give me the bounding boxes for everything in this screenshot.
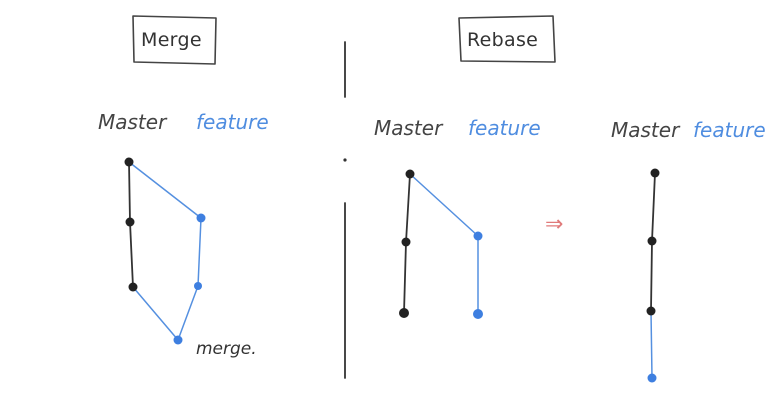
- merge-master-edge-1: [128, 161, 131, 223]
- rebase-after-master-label: Master: [611, 118, 681, 142]
- rebase-after-master-edge-1: [651, 172, 656, 242]
- merge-feature-edge-2: [197, 217, 202, 287]
- rebase-before-master-edge-2: [403, 241, 407, 314]
- rebase-after-master-commit-3: [646, 306, 656, 316]
- rebase-after-master-edge-2: [650, 240, 653, 312]
- merge-master-edge-2: [129, 221, 134, 288]
- merge-panel: Merge Master feature merge.: [98, 15, 269, 359]
- rebase-before-feature-edge-1: [409, 173, 479, 237]
- rebase-after-master-commit-1: [650, 168, 660, 178]
- rebase-before-feature-commit-1: [473, 231, 483, 241]
- panel-divider-dot: [343, 158, 347, 162]
- merge-title: Merge: [141, 29, 202, 51]
- merge-master-to-merge-edge: [132, 286, 179, 341]
- merge-master-commit-1: [124, 157, 134, 167]
- merge-master-label: Master: [98, 110, 168, 134]
- rebase-feature-label: feature: [468, 116, 541, 140]
- rebase-master-label: Master: [374, 116, 444, 140]
- rebase-arrow: ⇒: [545, 212, 563, 237]
- rebase-after-feature-edge: [650, 310, 653, 379]
- rebase-before-feature-commit-2: [473, 309, 483, 319]
- merge-feature-label: feature: [196, 110, 269, 134]
- rebase-after-feature-label: feature: [693, 118, 766, 142]
- merge-title-box: [132, 15, 217, 65]
- rebase-after-master-commit-2: [647, 236, 657, 246]
- rebase-after-feature-commit: [647, 373, 657, 383]
- merge-feature-commit-1: [196, 213, 206, 223]
- merge-master-commit-3: [128, 282, 138, 292]
- rebase-title: Rebase: [467, 29, 538, 51]
- merge-master-commit-2: [125, 217, 135, 227]
- rebase-before-master-commit-1: [405, 169, 415, 179]
- merge-feature-commit-2: [194, 282, 202, 290]
- rebase-before-master-edge-1: [405, 173, 411, 243]
- rebase-title-box: [458, 15, 556, 63]
- rebase-panel: Rebase Master feature ⇒ Master feature: [374, 15, 766, 383]
- merge-feature-edge-3: [177, 285, 199, 341]
- rebase-before-master-commit-2: [401, 237, 411, 247]
- merge-note: merge.: [196, 339, 257, 359]
- merge-commit: [173, 335, 183, 345]
- merge-feature-edge-1: [128, 161, 202, 219]
- rebase-before-master-commit-3: [399, 308, 409, 318]
